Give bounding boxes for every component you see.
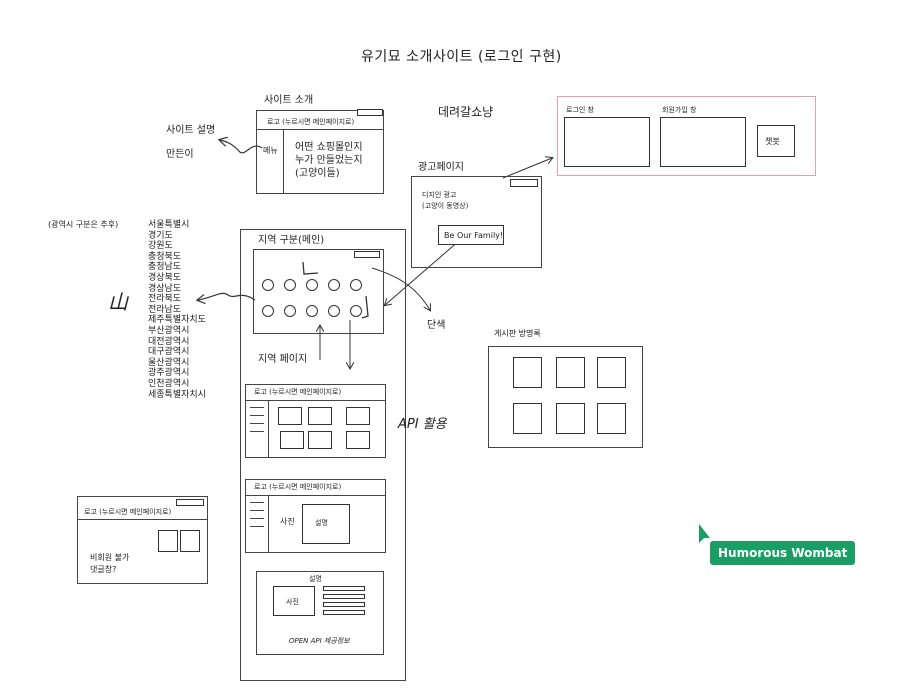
adoption-note: 데려갈쇼냥 bbox=[438, 105, 494, 119]
window-button bbox=[510, 179, 538, 187]
window-button bbox=[176, 499, 204, 506]
region-item: 충청북도 bbox=[148, 251, 182, 262]
detail-photo-label: 사진 bbox=[286, 598, 299, 606]
region-item: 서울특별시 bbox=[148, 220, 190, 230]
site-description-note: 사이트 설명 bbox=[166, 125, 216, 136]
window-button bbox=[354, 251, 380, 258]
comment-line-1: 비회원 불가 bbox=[90, 553, 130, 562]
region-item: 전라남도 bbox=[148, 304, 182, 315]
page1-header: 로고 (누르시면 메인페이지로) bbox=[254, 388, 342, 396]
window-button bbox=[357, 109, 383, 116]
api-note: API 활용 bbox=[398, 417, 447, 432]
user-name-badge: Humorous Wombat bbox=[710, 541, 856, 565]
region-circle bbox=[284, 279, 296, 291]
arrow-map-to-single-color bbox=[371, 267, 430, 310]
region-item: 울산광역시 bbox=[148, 357, 190, 368]
arrow-map-to-regions bbox=[198, 292, 256, 300]
region-circle bbox=[328, 305, 340, 317]
region-item: 전라북도 bbox=[148, 294, 182, 305]
region-item: 대전광역시 bbox=[148, 336, 190, 347]
page2-header: 로고 (누르시면 메인페이지로) bbox=[254, 483, 342, 491]
region-circle bbox=[350, 305, 362, 317]
map-doodle-hook bbox=[361, 295, 369, 319]
page2-info: 설명 bbox=[315, 519, 328, 527]
login-label: 로그인 창 bbox=[566, 106, 594, 114]
region-page-box: 로고 (누르시면 메인페이지로) bbox=[245, 384, 386, 458]
guestbook-label: 게시판 방명록 bbox=[494, 329, 541, 338]
arrow-ad-to-map bbox=[385, 239, 461, 305]
detail-page-box: 로고 (누르시면 메인페이지로) 사진 설명 bbox=[245, 479, 386, 553]
be-our-family-label: Be Our Family! bbox=[444, 231, 504, 240]
region-circle bbox=[328, 279, 340, 291]
region-item: 광주광역시 bbox=[148, 368, 190, 379]
map-doodle-L bbox=[302, 261, 319, 275]
arrow-ad-to-login bbox=[502, 158, 552, 179]
map-box bbox=[253, 249, 384, 334]
comment-box: 로고 (누르시면 메인페이지로) 비회원 불가 댓글창? bbox=[77, 496, 208, 584]
page-title: 유기묘 소개사이트 (로그인 구현) bbox=[361, 49, 562, 65]
region-circle bbox=[306, 305, 318, 317]
ad-line-2: (고양이 동영상) bbox=[422, 202, 469, 210]
comment-header: 로고 (누르시면 메인페이지로) bbox=[84, 508, 172, 516]
region-note: (광역시 구분은 추후) bbox=[48, 220, 119, 229]
detail-photo: 사진 bbox=[273, 586, 315, 616]
region-item: 제주특별자치도 bbox=[148, 315, 206, 326]
intro-line-3: (고양이들) bbox=[295, 168, 340, 179]
creator-note: 만든이 bbox=[166, 149, 194, 160]
signup-label: 회원가입 창 bbox=[662, 106, 697, 114]
site-intro-box: 로고 (누르시면 메인페이지로) 메뉴 어떤 쇼핑몰인지 누가 만들었는지 (고… bbox=[256, 109, 384, 194]
page2-info-box: 설명 bbox=[302, 504, 350, 544]
login-signup-box: 로그인 창 회원가입 창 챗봇 bbox=[557, 96, 816, 176]
arrow-intro-to-notes bbox=[220, 140, 263, 154]
open-api-footer: OPEN API 제공정보 bbox=[289, 637, 350, 645]
site-intro-header: 로고 (누르시면 메인페이지로) bbox=[267, 118, 355, 126]
ad-page-box: 디지인 광고 (고양이 동영상) Be Our Family! bbox=[411, 176, 542, 268]
site-intro-label: 사이트 소개 bbox=[264, 95, 314, 106]
comment-line-2: 댓글창? bbox=[90, 565, 117, 574]
signup-window bbox=[660, 117, 746, 167]
region-circle bbox=[350, 279, 362, 291]
ad-line-1: 디지인 광고 bbox=[422, 191, 457, 199]
chatbot-label: 챗봇 bbox=[765, 137, 780, 146]
intro-line-1: 어떤 쇼핑몰인지 bbox=[295, 142, 363, 153]
region-item: 인천광역시 bbox=[148, 378, 190, 389]
region-circle bbox=[262, 305, 274, 317]
region-item: 경기도 bbox=[148, 230, 173, 241]
region-item: 부산광역시 bbox=[148, 325, 190, 336]
region-item: 세종특별자치시 bbox=[148, 389, 206, 400]
main-column bbox=[240, 229, 406, 681]
cursor-icon bbox=[699, 524, 710, 543]
ad-page-label: 광고페이지 bbox=[418, 162, 464, 173]
region-item: 경상북도 bbox=[148, 272, 182, 283]
intro-line-2: 누가 만들었는지 bbox=[295, 155, 363, 166]
region-item: 대구광역시 bbox=[148, 347, 190, 358]
page2-photo: 사진 bbox=[280, 517, 295, 526]
region-circle bbox=[262, 279, 274, 291]
description-label: 설명 bbox=[309, 575, 322, 583]
be-our-family-button: Be Our Family! bbox=[438, 225, 504, 245]
region-page-label: 지역 페이지 bbox=[258, 354, 308, 365]
region-circle bbox=[284, 305, 296, 317]
single-color-note: 단색 bbox=[427, 320, 446, 331]
chatbot-button: 챗봇 bbox=[757, 125, 795, 157]
region-item: 경상남도 bbox=[148, 283, 182, 294]
login-window bbox=[564, 117, 650, 167]
map-scribble: 山 bbox=[108, 290, 128, 314]
region-item: 강원도 bbox=[148, 241, 173, 252]
menu-label: 메뉴 bbox=[263, 146, 278, 155]
map-box-label: 지역 구분(메인) bbox=[258, 235, 325, 246]
region-circle bbox=[306, 279, 318, 291]
guestbook-box bbox=[488, 346, 643, 448]
region-item: 충청남도 bbox=[148, 262, 182, 273]
description-box: 설명 사진 OPEN API 제공정보 bbox=[256, 571, 384, 655]
